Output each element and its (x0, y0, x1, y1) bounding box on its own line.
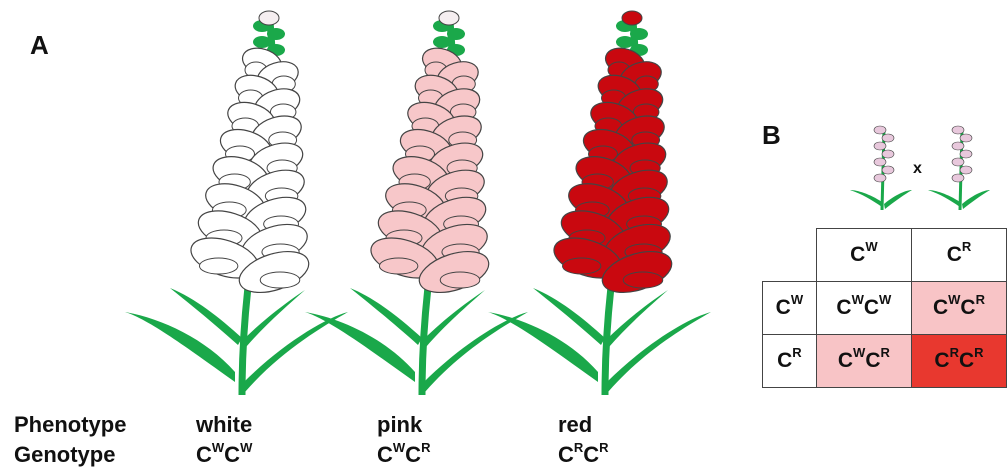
leaf (420, 312, 528, 392)
mini-plant (928, 126, 990, 210)
bud-tip (259, 11, 279, 25)
punnett-cell: CRCR (911, 335, 1006, 388)
phenotype-row-label: Phenotype (14, 412, 126, 438)
bud (616, 36, 634, 48)
punnett-col-header: CW (816, 229, 911, 282)
punnett-square: CW CR CW CWCW CWCR CR CWCR CRCR (762, 228, 1007, 388)
punnett-col-header: CR (911, 229, 1006, 282)
snapdragon-plant-1 (305, 11, 528, 395)
flower-lip (440, 272, 480, 288)
genotype-pink: CWCR (377, 442, 430, 468)
punnett-cell: CWCR (911, 282, 1006, 335)
flower-lip (623, 272, 663, 288)
genotype-red: CRCR (558, 442, 609, 468)
bud (447, 28, 465, 40)
bud (630, 28, 648, 40)
flower-lip (260, 272, 300, 288)
panel-b-label: B (762, 120, 781, 151)
mini-plant (850, 126, 912, 210)
punnett-row-header: CW (763, 282, 817, 335)
cross-symbol: x (913, 160, 922, 178)
leaf (423, 290, 485, 347)
snapdragon-plant-0 (125, 11, 348, 395)
punnett-cell: CWCW (816, 282, 911, 335)
flower-lip (199, 258, 237, 274)
bud-tip (439, 11, 459, 25)
phenotype-pink: pink (377, 412, 422, 438)
genotype-white: CWCW (196, 442, 252, 468)
snapdragon-plant-2 (488, 11, 711, 395)
phenotype-white: white (196, 412, 252, 438)
bud (267, 28, 285, 40)
genotype-row-label: Genotype (14, 442, 115, 468)
phenotype-red: red (558, 412, 592, 438)
leaf (603, 312, 711, 392)
parent-plants-cross-icon (840, 110, 1007, 215)
punnett-row-header: CR (763, 335, 817, 388)
leaf (243, 290, 305, 347)
flower-lip (562, 258, 600, 274)
flower-lip (379, 258, 417, 274)
bud (433, 36, 451, 48)
bud (253, 36, 271, 48)
punnett-corner (763, 229, 817, 282)
leaf (606, 290, 668, 347)
bud-tip (622, 11, 642, 25)
punnett-cell: CWCR (816, 335, 911, 388)
snapdragon-plants-illustration (0, 0, 760, 470)
